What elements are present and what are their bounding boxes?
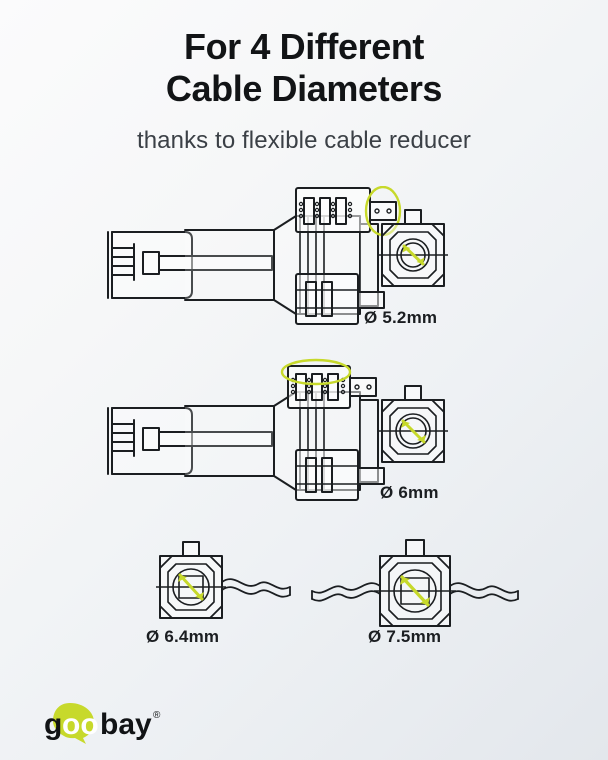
goobay-logo: g oo bay ® xyxy=(44,703,161,744)
logo-registered-mark: ® xyxy=(153,710,161,721)
diagram-row-1 xyxy=(0,186,608,346)
diagram-row-2 xyxy=(0,352,608,512)
diameter-label-1: Ø 5.2mm xyxy=(364,308,438,327)
diameter-label-3: Ø 6.4mm xyxy=(146,627,220,646)
logo-text-oo: oo xyxy=(62,708,99,741)
diameter-arrow-3 xyxy=(178,573,204,601)
cross-section-icon-2 xyxy=(378,385,448,463)
cross-section-icon-3 xyxy=(156,541,226,619)
logo-blob xyxy=(53,703,94,744)
headline-line-2: Cable Diameters xyxy=(165,68,443,109)
connector-diagram-2 xyxy=(107,358,448,501)
cable-right-4 xyxy=(449,582,519,602)
headline-line-1: For 4 Different xyxy=(183,26,425,67)
logo-text-g: g xyxy=(44,708,62,741)
page-subtitle: thanks to flexible cable reducer xyxy=(136,127,472,154)
diameter-arrow-1 xyxy=(402,244,425,266)
diameter-arrow-2 xyxy=(401,419,426,444)
diagram-row-3 xyxy=(0,532,608,662)
cable-right-3 xyxy=(221,578,291,598)
cross-section-icon-1 xyxy=(378,209,448,287)
cable-left-4 xyxy=(311,582,381,602)
cross-section-icon-4 xyxy=(374,539,456,627)
highlight-ellipse-2 xyxy=(280,358,352,386)
connector-diagram-1 xyxy=(107,186,448,325)
logo-text-bay: bay xyxy=(100,708,152,741)
diameter-label-2: Ø 6mm xyxy=(380,483,439,502)
diameter-label-4: Ø 7.5mm xyxy=(368,627,442,646)
page-title: For 4 Different Cable Diameters xyxy=(0,26,608,110)
cross-section-pair xyxy=(156,539,519,627)
diameter-arrow-4 xyxy=(400,575,430,607)
